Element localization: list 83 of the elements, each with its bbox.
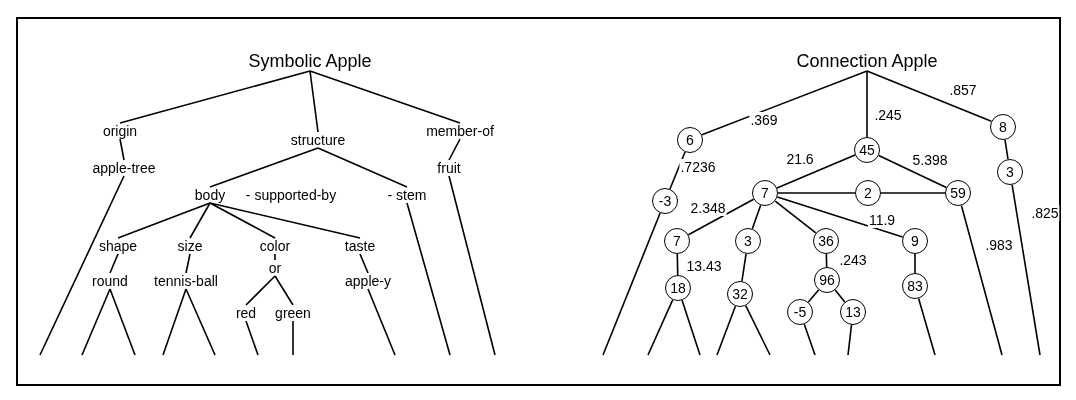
- connector-line: [119, 138, 125, 161]
- node-label: red: [234, 305, 258, 321]
- node-label: shape: [97, 238, 139, 254]
- edge-label: .369: [749, 112, 779, 128]
- node-label: apple-y: [344, 273, 392, 289]
- connector-line: [209, 147, 319, 188]
- connector-line: [807, 289, 820, 303]
- connector-line: [39, 175, 125, 356]
- edge-label: .7236: [679, 159, 717, 175]
- connector-line: [776, 196, 904, 238]
- node-label: round: [91, 273, 129, 289]
- connector-line: [109, 253, 119, 274]
- tree-title: Connection Apple: [794, 51, 940, 71]
- edge-label: .243: [838, 252, 868, 268]
- connector-line: [309, 70, 319, 133]
- connector-line: [676, 253, 679, 276]
- node-label: tennis-ball: [153, 273, 219, 289]
- connector-line: [309, 70, 461, 124]
- connector-line: [245, 320, 259, 356]
- connector-line: [774, 200, 817, 234]
- connector-line: [448, 175, 496, 356]
- edge-label: .825: [1030, 205, 1060, 221]
- node-label: structure: [289, 132, 347, 148]
- connector-line: [716, 305, 737, 356]
- relation-label: - supported-by: [245, 187, 337, 203]
- connector-line: [185, 288, 216, 356]
- connector-line: [1011, 184, 1041, 356]
- connector-line: [292, 320, 294, 356]
- node-label: body: [193, 187, 227, 203]
- node-label: size: [176, 238, 204, 254]
- edge-label: 5.398: [911, 152, 949, 168]
- connector-line: [109, 288, 136, 356]
- connector-line: [834, 289, 846, 303]
- node-label: member-of: [425, 123, 495, 139]
- connector-line: [917, 297, 936, 356]
- connector-line: [81, 288, 111, 356]
- connector-line: [777, 192, 856, 194]
- edge-label: .857: [948, 82, 978, 98]
- node-label: - stem: [386, 187, 428, 203]
- connector-line: [245, 275, 276, 306]
- node-label: green: [274, 305, 312, 321]
- connector-line: [751, 204, 762, 230]
- node-label: or: [267, 260, 283, 276]
- connector-line: [274, 275, 294, 306]
- edge-label: 21.6: [785, 151, 815, 167]
- node-label: taste: [343, 238, 377, 254]
- node-label: origin: [101, 123, 139, 139]
- connector-line: [847, 324, 853, 356]
- connector-line: [209, 202, 361, 239]
- connector-line: [359, 253, 369, 274]
- connector-line: [669, 151, 686, 190]
- connector-line: [776, 154, 856, 189]
- edge-label: 2.348: [689, 200, 727, 216]
- connector-line: [448, 138, 461, 161]
- node-label: color: [258, 238, 292, 254]
- edge-label: .983: [984, 237, 1014, 253]
- connector-line: [866, 70, 868, 138]
- connector-line: [189, 202, 211, 239]
- node-label: fruit: [436, 160, 462, 176]
- connector-line: [803, 323, 816, 356]
- connector-line: [185, 253, 191, 274]
- connector-line: [602, 212, 661, 356]
- node-label: apple-tree: [91, 160, 157, 176]
- connector-line: [162, 288, 187, 356]
- connector-line: [367, 288, 396, 356]
- edge-label: 13.43: [685, 258, 723, 274]
- connector-line: [317, 147, 408, 188]
- connector-line: [880, 192, 946, 194]
- connector-line: [701, 70, 868, 136]
- connector-line: [914, 253, 916, 274]
- edge-label: .245: [873, 107, 903, 123]
- connector-line: [681, 299, 701, 356]
- connector-line: [960, 204, 1003, 356]
- connector-line: [209, 202, 276, 239]
- connector-line: [119, 70, 311, 124]
- tree-title: Symbolic Apple: [246, 51, 374, 71]
- connector-line: [117, 202, 211, 239]
- connector-line: [274, 253, 276, 261]
- connector-line: [741, 253, 747, 282]
- connector-line: [647, 299, 674, 356]
- connector-line: [406, 202, 451, 356]
- edge-label: 11.9: [867, 212, 897, 228]
- connector-line: [1004, 139, 1009, 160]
